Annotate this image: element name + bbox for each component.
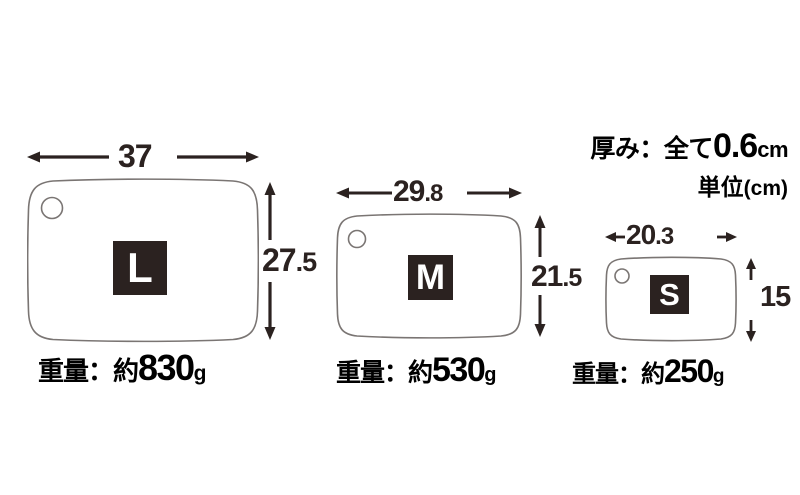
dim-arrow-small-height [742, 258, 760, 347]
unit-note-paren: (cm) [743, 177, 788, 200]
weight-large-unit: g [193, 362, 207, 385]
weight-medium-unit: g [484, 364, 496, 386]
dim-label-large-height: 27.5 [262, 242, 318, 278]
dim-small-width-int: 20 [626, 219, 656, 250]
weight-small: 重量：約250g [572, 353, 725, 389]
weight-large-prefix: 重量：約 [38, 356, 139, 386]
unit-note: 単位(cm) [697, 174, 788, 200]
badge-large: L [113, 241, 167, 295]
badge-medium: M [408, 255, 453, 300]
weight-large: 重量：約830g [38, 350, 206, 386]
dim-arrow-medium-height [530, 215, 550, 342]
dim-label-small-width: 20.3 [626, 219, 674, 250]
dim-medium-width-dec: .8 [424, 180, 443, 207]
dim-large-height-int: 27 [262, 242, 297, 278]
dim-arrow-large-width [27, 147, 259, 172]
dim-large-width-int: 37 [118, 138, 153, 174]
thickness-note-label: 厚み：全て [590, 135, 713, 163]
dim-small-width-dec: .3 [655, 223, 674, 250]
dim-arrow-medium-width [336, 183, 522, 208]
thickness-note-value: 0.6 [712, 127, 758, 165]
dim-label-medium-width: 29.8 [393, 175, 443, 208]
weight-small-unit: g [712, 366, 725, 387]
dim-medium-width-int: 29 [393, 175, 425, 208]
weight-medium: 重量：約530g [336, 353, 496, 387]
weight-large-value: 830 [138, 347, 195, 388]
dim-label-small-height: 15 [760, 281, 791, 313]
weight-medium-prefix: 重量：約 [336, 359, 433, 387]
dim-arrow-small-width [605, 227, 737, 252]
unit-note-label: 単位 [697, 174, 744, 200]
thickness-note: 厚み：全て0.6cm [590, 129, 788, 163]
badge-medium-label: M [415, 258, 446, 297]
badge-small-label: S [659, 277, 680, 312]
thickness-note-unit: cm [757, 137, 788, 162]
dim-medium-height-dec: .5 [562, 264, 582, 292]
dim-small-height-int: 15 [760, 281, 791, 313]
badge-large-label: L [127, 244, 153, 291]
dim-arrow-large-height [260, 182, 280, 345]
dim-label-large-width: 37 [118, 138, 153, 174]
weight-small-prefix: 重量：約 [572, 361, 665, 388]
dim-medium-height-int: 21 [531, 260, 563, 293]
badge-small: S [650, 275, 689, 314]
weight-small-value: 250 [664, 353, 714, 389]
weight-medium-value: 530 [432, 351, 486, 389]
dim-large-height-dec: .5 [295, 247, 318, 277]
dim-label-medium-height: 21.5 [531, 260, 582, 293]
